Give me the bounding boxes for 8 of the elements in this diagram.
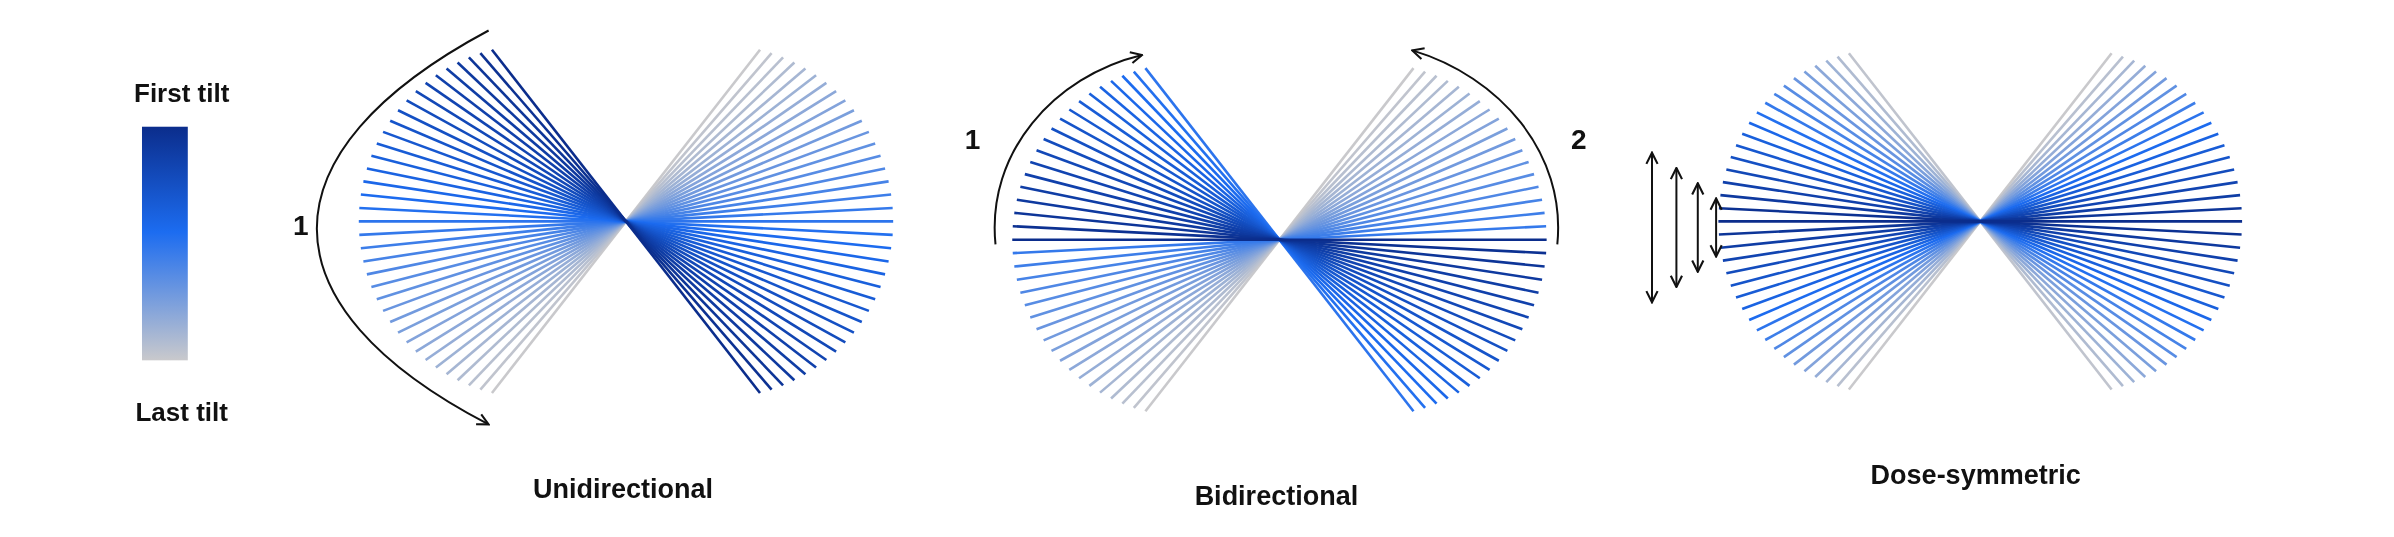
- scale-label: First tilt: [134, 77, 230, 109]
- scheme-title: Bidirectional: [1194, 480, 1359, 512]
- step-number: 2: [1570, 124, 1587, 157]
- scheme-title: Unidirectional: [532, 473, 713, 505]
- step-number: 1: [964, 124, 981, 157]
- scheme-title: Dose-symmetric: [1870, 459, 2081, 491]
- scale-label: Last tilt: [135, 396, 228, 428]
- step-number: 1: [293, 209, 309, 242]
